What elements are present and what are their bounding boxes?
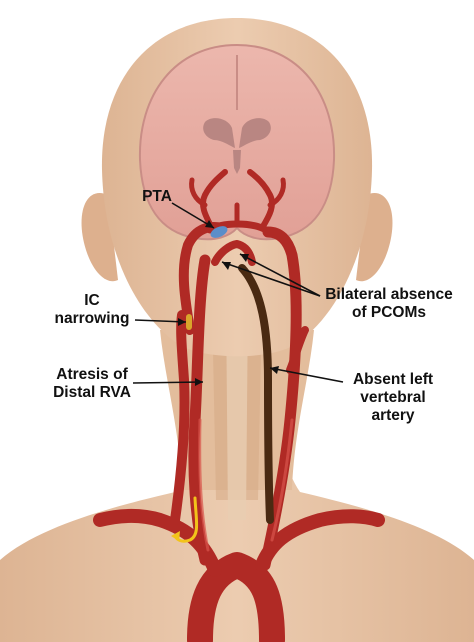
leader-absent-va <box>269 367 344 383</box>
left-cerebral-branch <box>200 169 228 231</box>
label-atresis-distal-rva: Atresis of Distal RVA <box>53 366 131 401</box>
label-pta: PTA <box>142 188 172 205</box>
third-ventricle <box>233 150 241 174</box>
leader-lines <box>132 202 344 384</box>
leader-pcoms-b <box>239 253 321 297</box>
brain <box>138 43 336 241</box>
right-vertebral <box>170 310 190 525</box>
leader-pcoms-a <box>221 261 321 297</box>
label-absent-left-vertebral: Absent left vertebral artery <box>352 371 434 424</box>
shoulders <box>0 415 474 642</box>
label-ic-narrowing: IC narrowing <box>54 292 130 327</box>
left-eca <box>286 326 309 374</box>
leader-atresis <box>132 381 204 384</box>
leader-ic <box>134 319 187 323</box>
aortic-arch <box>187 552 285 642</box>
arteries <box>93 169 385 642</box>
lateral-ventricles <box>203 118 271 148</box>
basilar-artery <box>211 240 256 266</box>
label-bilateral-absence-pcoms: Bilateral absence of PCOMs <box>325 286 453 321</box>
pta-marker <box>210 226 228 238</box>
right-cerebral-branch <box>247 169 275 231</box>
absent-left-vertebral <box>238 264 274 524</box>
ic-narrowing-marker <box>186 314 192 330</box>
